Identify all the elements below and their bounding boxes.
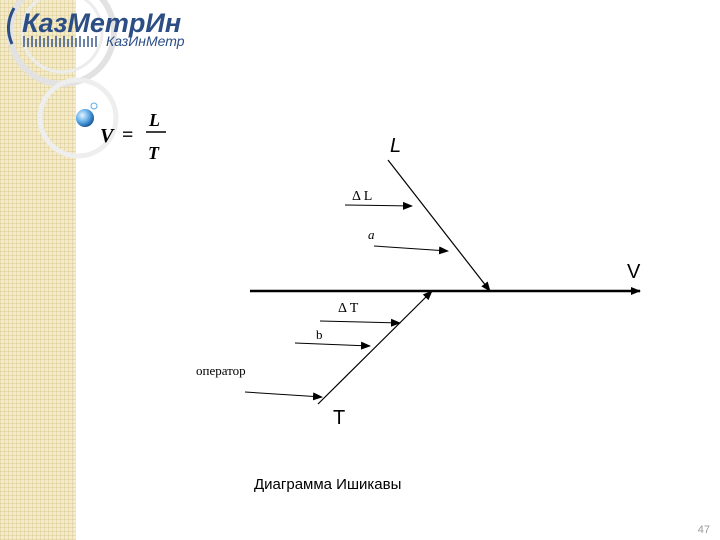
label-delta-l: Δ L [352,189,372,204]
b-arrow [294,341,371,350]
label-a: a [368,227,375,242]
formula-numerator: L [148,110,160,130]
label-b: b [316,327,323,342]
upper-bone-arrow [387,159,491,292]
delta-l-arrow [344,201,413,210]
page-number: 47 [697,524,710,536]
operator-arrow [244,391,323,401]
decorative-sidebar [0,0,76,540]
lower-bone-arrow [317,290,433,405]
diagram-labels: L Δ L a V Δ T b оператор T [196,135,641,429]
formula-equals: = [122,124,133,146]
label-top-l: L [390,135,401,157]
formula-denominator: T [148,143,160,163]
logo-barcode-icon [23,36,97,47]
delta-t-arrow [319,318,401,327]
a-arrow [373,245,449,255]
company-logo: КазМетрИн КазИнМетр [7,7,185,49]
label-operator: оператор [196,363,246,378]
diagram-caption: Диаграмма Ишикавы [254,476,401,493]
velocity-formula: V = L T [100,110,166,163]
label-bottom-t: T [333,407,345,429]
logo-subtitle: КазИнМетр [106,33,185,49]
label-delta-t: Δ T [338,301,359,316]
ishikawa-diagram [244,159,641,405]
formula-lhs: V [100,125,115,147]
bubble-bullet-icon [76,102,98,127]
label-head-v: V [627,261,641,283]
logo-title: КазМетрИн [22,8,181,38]
